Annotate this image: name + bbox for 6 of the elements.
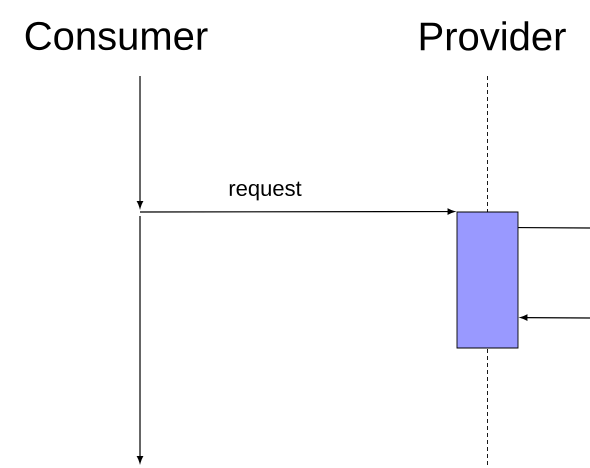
participant-label: Consumer — [26, 22, 208, 50]
participant-label: Provider — [420, 21, 566, 51]
arrow — [520, 314, 590, 321]
arrow — [140, 208, 455, 215]
activation-bar — [456, 212, 518, 348]
edge-label: request — [227, 180, 303, 202]
